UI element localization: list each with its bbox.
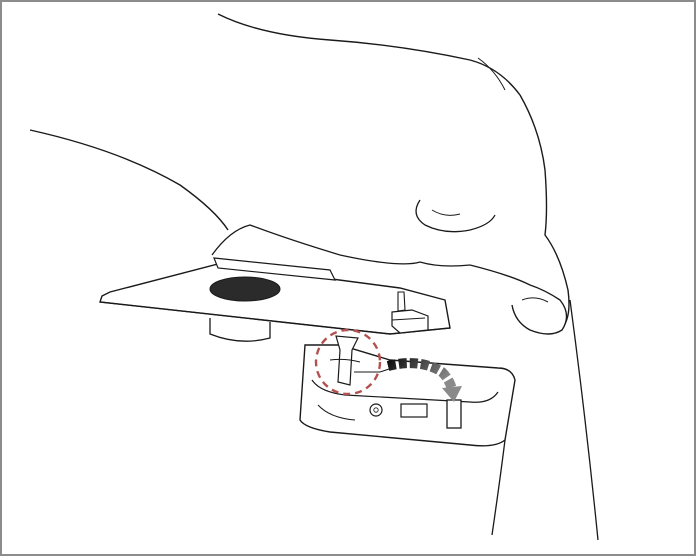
plate-component bbox=[100, 258, 450, 341]
target-slot bbox=[447, 400, 461, 428]
black-pad bbox=[210, 277, 280, 301]
round-port bbox=[370, 404, 382, 416]
rectangular-port bbox=[401, 404, 427, 417]
